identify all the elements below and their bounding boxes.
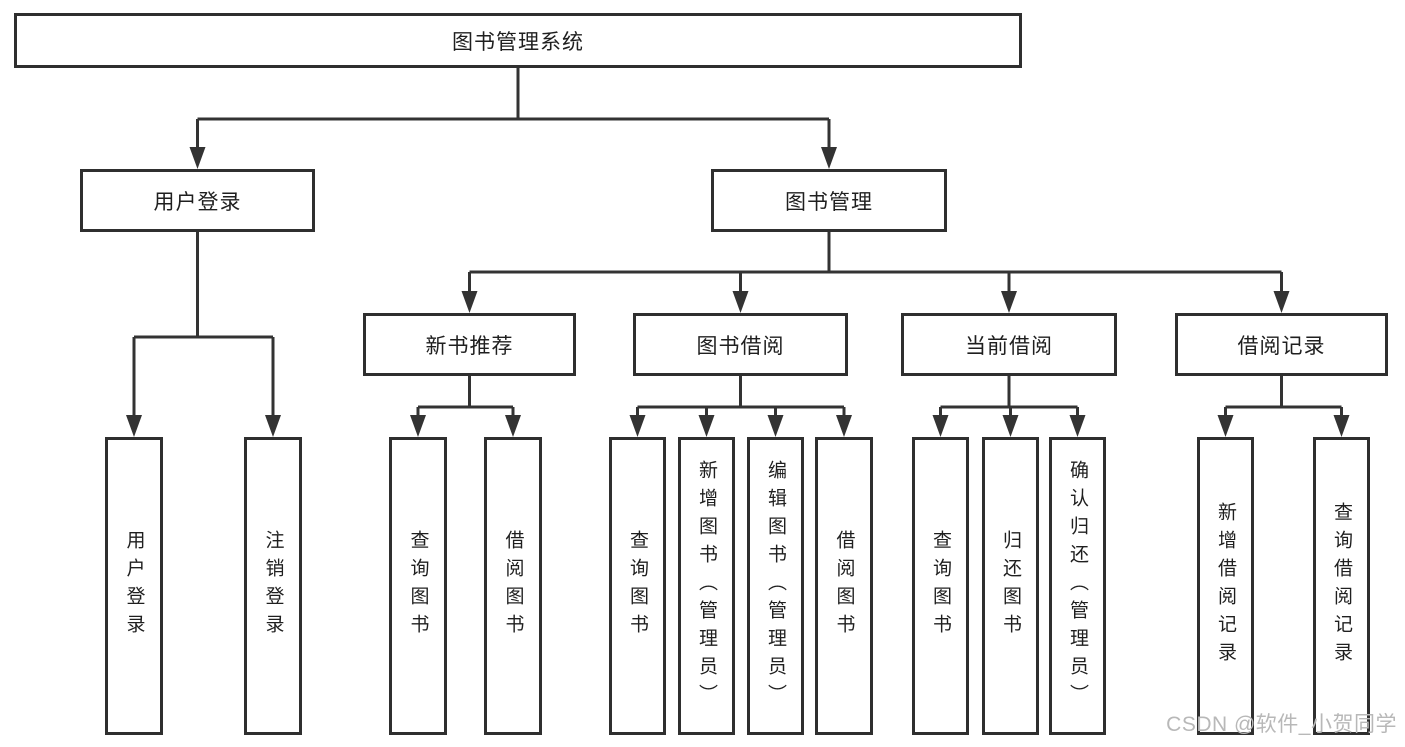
- node-root-system: 图书管理系统: [14, 13, 1022, 68]
- leaf-label: 新增图书（管理员）: [696, 460, 717, 712]
- csdn-watermark: CSDN @软件_小贺同学: [1166, 713, 1397, 736]
- leaf-query-books-recommend: 查询图书: [389, 437, 447, 735]
- leaf-label: 查询图书: [930, 530, 951, 642]
- leaf-label: 用户登录: [123, 530, 145, 642]
- node-book-management-group: 图书管理: [711, 169, 947, 232]
- leaf-borrow-books: 借阅图书: [815, 437, 873, 735]
- node-book-borrowing: 图书借阅: [633, 313, 848, 376]
- leaf-label: 借阅图书: [833, 530, 855, 642]
- leaf-label: 查询图书: [627, 530, 648, 642]
- leaf-query-borrow-record: 查询借阅记录: [1313, 437, 1370, 735]
- leaf-add-borrow-record: 新增借阅记录: [1197, 437, 1254, 735]
- leaf-user-login: 用户登录: [105, 437, 163, 735]
- leaf-label: 编辑图书（管理员）: [765, 460, 786, 712]
- leaf-confirm-return-admin: 确认归还（管理员）: [1049, 437, 1106, 735]
- node-user-login-group: 用户登录: [80, 169, 315, 232]
- leaf-edit-books-admin: 编辑图书（管理员）: [747, 437, 804, 735]
- node-current-borrowing: 当前借阅: [901, 313, 1117, 376]
- leaf-query-books-borrowing: 查询图书: [609, 437, 666, 735]
- leaf-add-books-admin: 新增图书（管理员）: [678, 437, 735, 735]
- node-label: 新书推荐: [425, 334, 514, 358]
- leaf-label: 查询图书: [407, 530, 429, 642]
- node-label: 图书管理系统: [452, 30, 584, 54]
- node-label: 图书管理: [785, 190, 873, 214]
- leaf-borrow-books-recommend: 借阅图书: [484, 437, 542, 735]
- node-label: 借阅记录: [1237, 334, 1326, 358]
- node-borrowing-records: 借阅记录: [1175, 313, 1388, 376]
- leaf-label: 确认归还（管理员）: [1067, 460, 1088, 712]
- node-label: 用户登录: [153, 190, 242, 214]
- node-label: 图书借阅: [696, 334, 785, 358]
- tree-edges: [132, 68, 1343, 419]
- leaf-label: 新增借阅记录: [1215, 502, 1236, 670]
- node-label: 当前借阅: [965, 334, 1053, 358]
- leaf-label: 注销登录: [262, 530, 284, 642]
- leaf-label: 归还图书: [1000, 530, 1021, 642]
- leaf-return-books: 归还图书: [982, 437, 1039, 735]
- leaf-logout: 注销登录: [244, 437, 302, 735]
- leaf-query-books-current: 查询图书: [912, 437, 969, 735]
- arrow-heads: [126, 147, 1350, 437]
- node-new-book-recommend: 新书推荐: [363, 313, 576, 376]
- leaf-label: 借阅图书: [502, 530, 524, 642]
- leaf-label: 查询借阅记录: [1331, 502, 1352, 670]
